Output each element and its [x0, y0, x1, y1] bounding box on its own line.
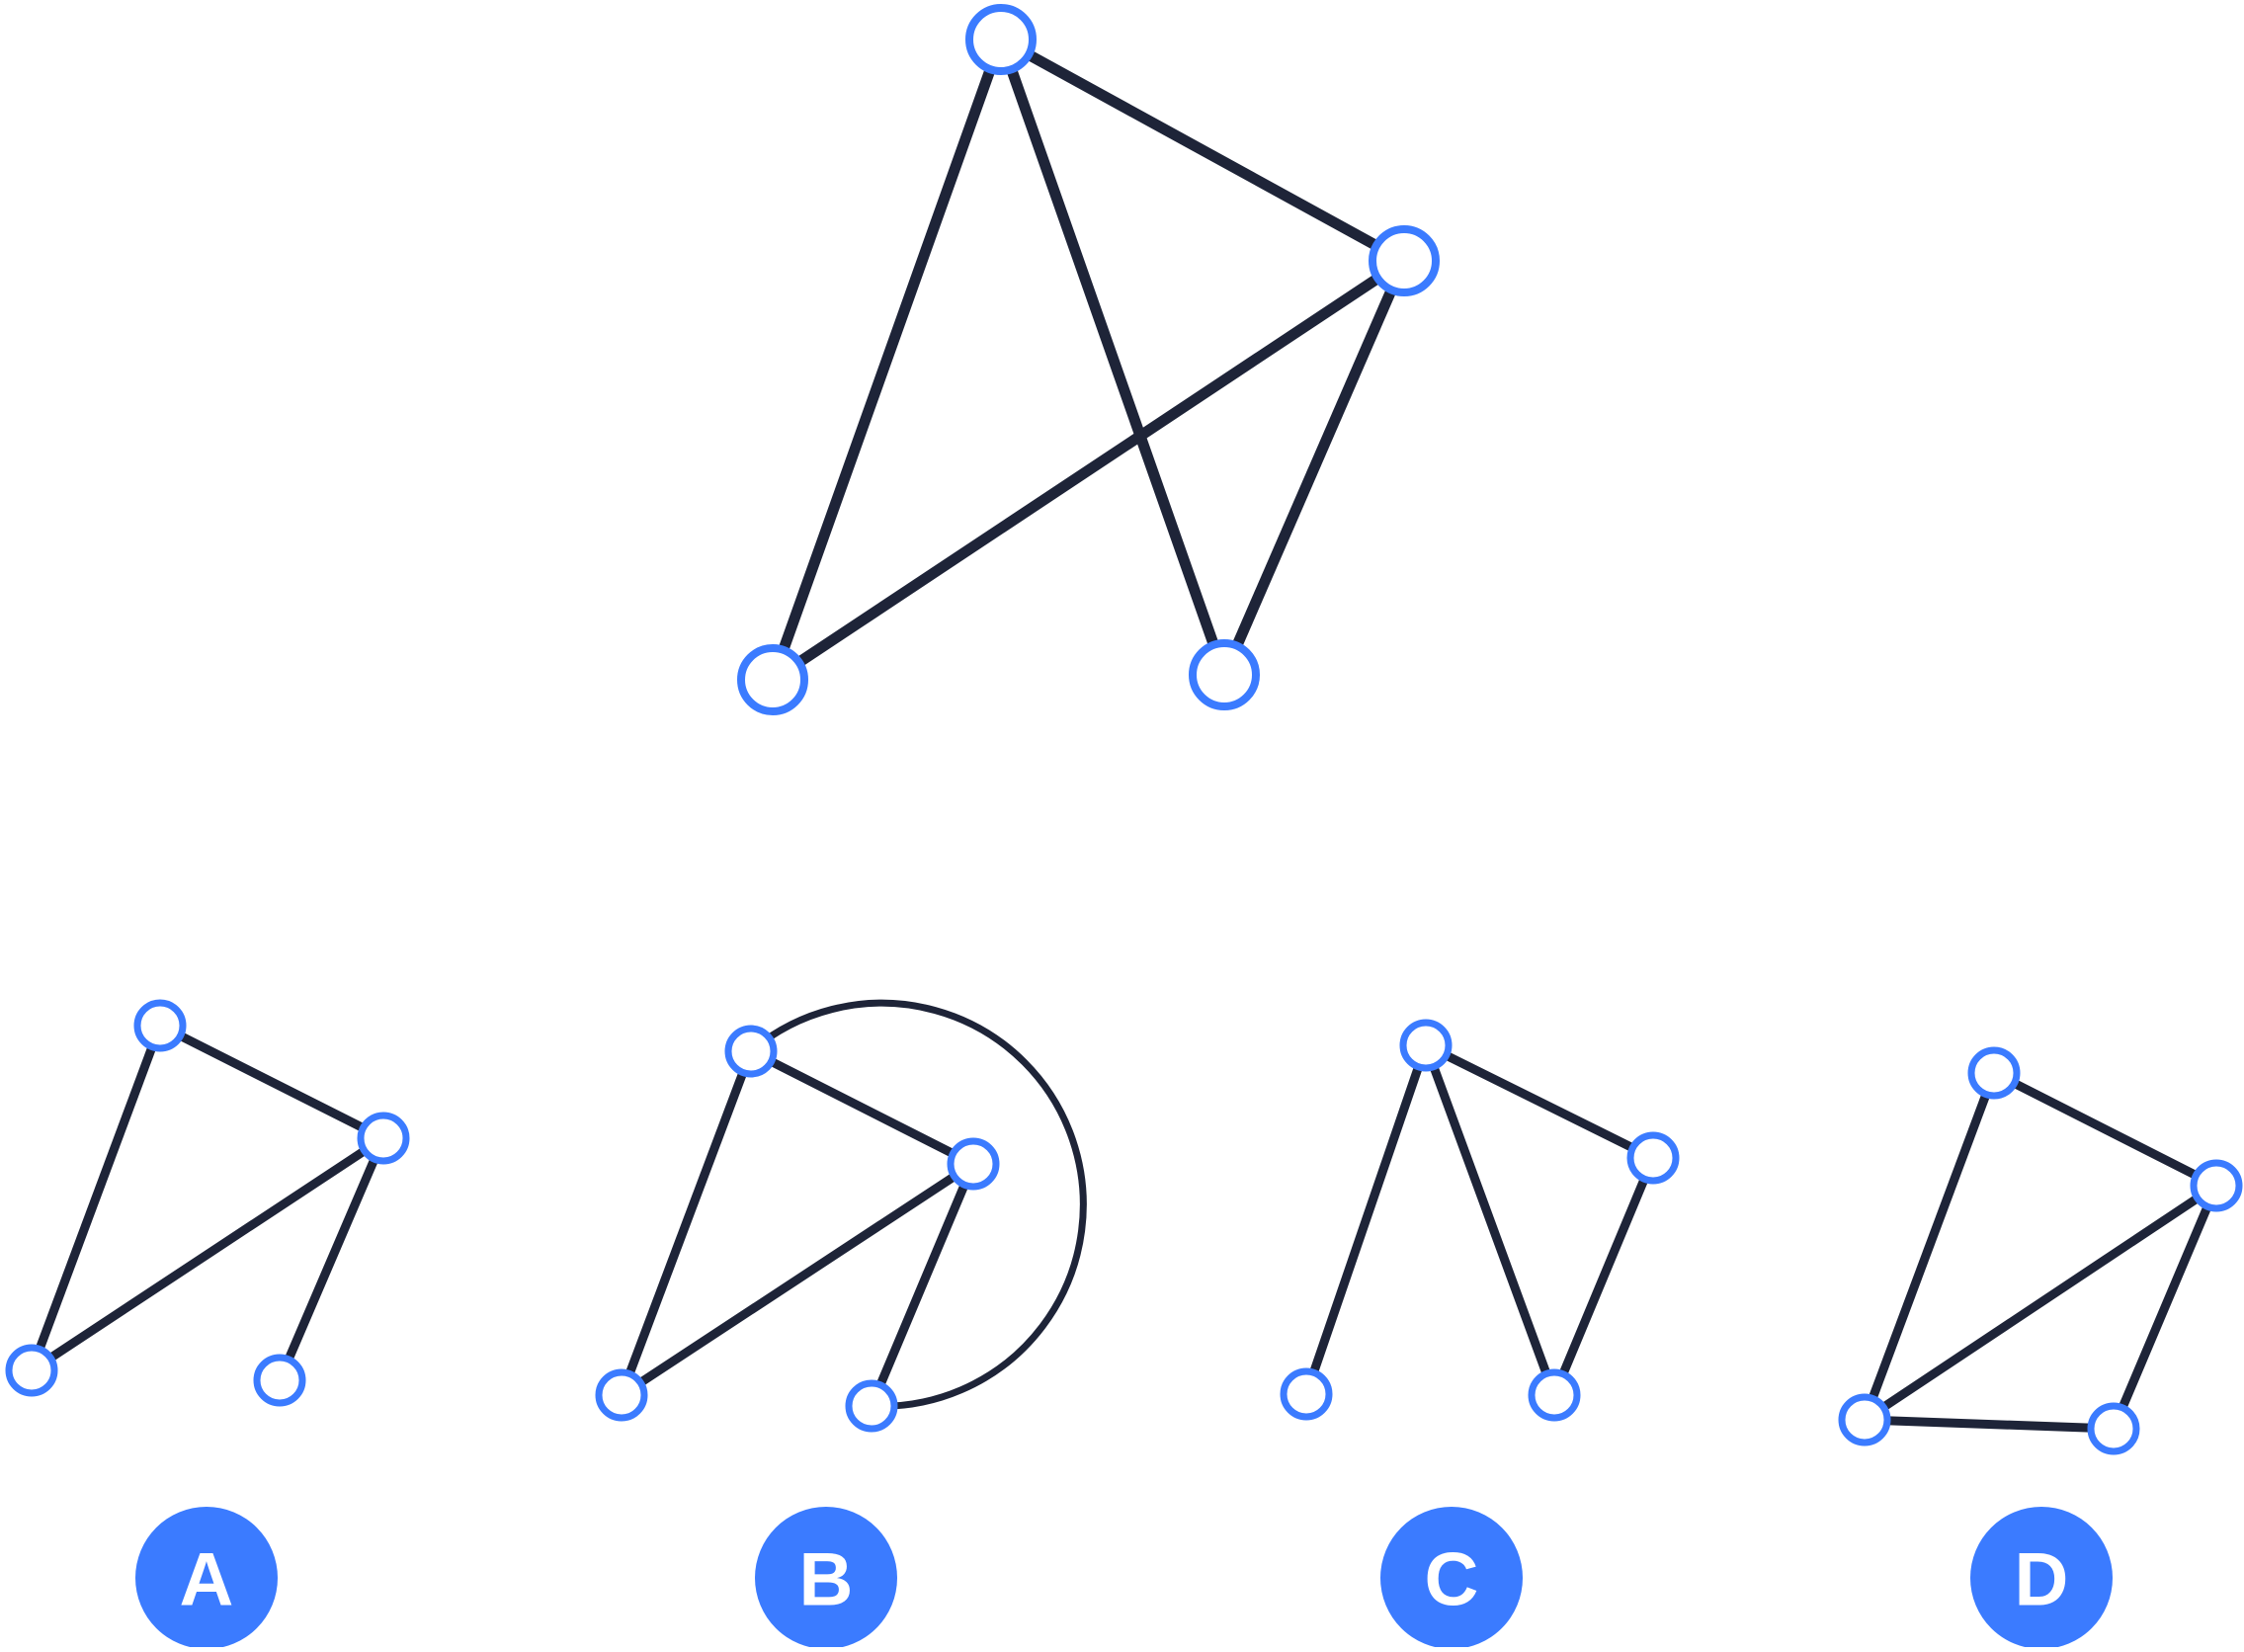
option-b-edge-right-bottom	[867, 1162, 978, 1408]
option-c-edge-right-bottom	[1549, 1156, 1658, 1397]
option-b-graph	[595, 999, 1087, 1433]
option-a-badge[interactable]: A	[135, 1507, 278, 1649]
option-a-node-top	[133, 999, 187, 1052]
main-graph-node-bottom-right	[1189, 639, 1260, 710]
option-a-edge-top-right	[157, 1021, 386, 1143]
option-b-node-right	[947, 1137, 1000, 1191]
option-c[interactable]: C	[1280, 1019, 1680, 1649]
option-d-edge-right-left	[1862, 1182, 2219, 1424]
option-d-graph	[1838, 1046, 2243, 1455]
option-d[interactable]: D	[1838, 1046, 2243, 1649]
option-c-edge-top-bottom	[1421, 1043, 1559, 1397]
main-graph-edge-right-bottom-left	[769, 256, 1408, 685]
main-graph-node-bottom-left	[737, 644, 808, 715]
option-b-badge-circle	[755, 1507, 897, 1649]
main-graph-edge-right-bottom-right	[1218, 258, 1410, 678]
option-b-badge[interactable]: B	[755, 1507, 897, 1649]
main-graph-edge-top-right	[998, 35, 1407, 266]
option-d-edge-right-bottom	[2109, 1184, 2221, 1431]
option-c-badge[interactable]: C	[1380, 1507, 1523, 1649]
option-b-node-left	[595, 1368, 648, 1422]
main-graph-node-right	[1369, 225, 1440, 296]
option-d-node-left	[1838, 1393, 1891, 1446]
option-a-badge-circle	[135, 1507, 278, 1649]
option-c-edge-top-left	[1301, 1043, 1431, 1396]
option-b-edge-top-right	[748, 1046, 976, 1169]
option-d-label: D	[2015, 1538, 2069, 1622]
option-c-label: C	[1425, 1538, 1479, 1622]
option-a-edge-right-left	[29, 1134, 386, 1374]
option-d-badge-circle	[1970, 1507, 2113, 1649]
option-b-label: B	[799, 1538, 854, 1622]
main-graph	[737, 4, 1440, 715]
option-c-node-left	[1280, 1367, 1333, 1421]
option-b-node-top	[724, 1025, 778, 1078]
option-d-edge-top-right	[1991, 1068, 2219, 1191]
option-d-edge-top-left	[1860, 1071, 1999, 1422]
option-d-edge-left-bottom	[1864, 1415, 2115, 1434]
option-d-node-right	[2190, 1159, 2243, 1212]
option-b-edge-top-bottom-curved	[748, 999, 1087, 1410]
option-c-node-top	[1399, 1019, 1453, 1072]
option-d-badge[interactable]: D	[1970, 1507, 2113, 1649]
option-b-edge-right-left	[619, 1160, 976, 1399]
option-a[interactable]: A	[5, 999, 410, 1649]
option-a-label: A	[180, 1538, 234, 1622]
option-a-edge-top-left	[27, 1024, 165, 1372]
option-a-node-left	[5, 1344, 58, 1397]
main-graph-node-top	[965, 4, 1037, 75]
option-a-graph	[5, 999, 410, 1407]
option-c-badge-circle	[1380, 1507, 1523, 1649]
option-a-edge-right-bottom	[275, 1136, 388, 1382]
main-graph-edge-top-bottom-left	[767, 38, 1007, 682]
option-c-node-bottom	[1528, 1368, 1581, 1422]
option-a-node-right	[357, 1112, 410, 1165]
option-b[interactable]: B	[595, 999, 1087, 1649]
option-d-node-top	[1967, 1046, 2021, 1100]
option-d-node-bottom	[2087, 1402, 2140, 1455]
option-b-edge-top-left	[617, 1049, 756, 1397]
option-a-node-bottom	[253, 1354, 306, 1407]
option-c-graph	[1280, 1019, 1680, 1422]
option-b-node-bottom	[845, 1379, 898, 1433]
option-c-edge-top-right	[1424, 1040, 1655, 1163]
main-graph-edge-top-bottom-right	[995, 38, 1230, 677]
option-c-node-right	[1626, 1131, 1680, 1185]
